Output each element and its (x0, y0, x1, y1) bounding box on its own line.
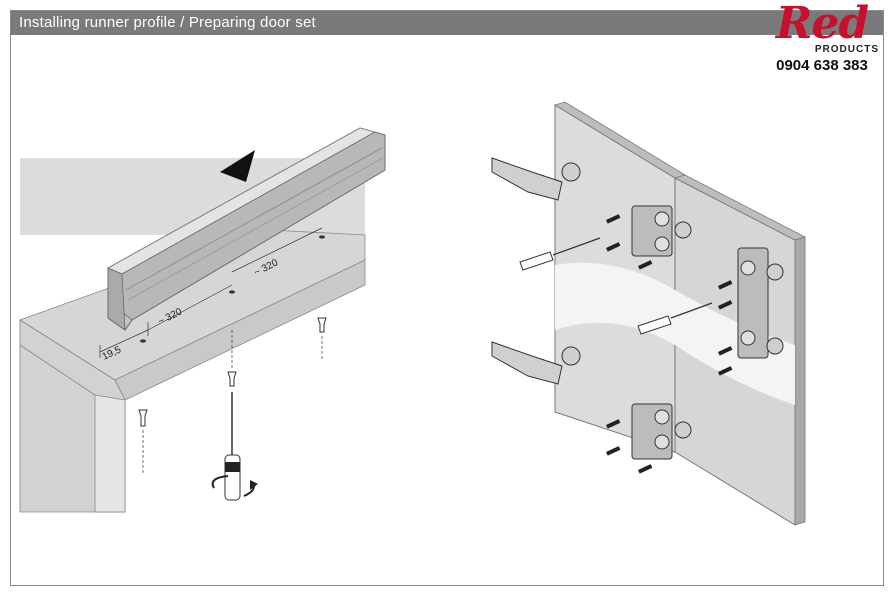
mounting-plate-icon (631, 205, 784, 460)
page-title: Installing runner profile / Preparing do… (11, 11, 883, 35)
logo-word: Red (775, 0, 869, 49)
brand-logo: Red PRODUCTS 0904 638 383 (757, 2, 887, 92)
logo-subtitle: PRODUCTS (814, 44, 879, 55)
screw-icon (138, 317, 327, 427)
hinge-icon (491, 157, 581, 385)
screwdriver-icon (519, 237, 713, 335)
screw-icon (606, 214, 733, 474)
runner-profile (107, 127, 386, 331)
dimension-lines (99, 227, 323, 358)
screwdriver-icon (211, 392, 258, 501)
direction-arrow-icon (220, 150, 255, 182)
logo-phone: 0904 638 383 (776, 57, 868, 74)
screw-holes (140, 235, 325, 343)
door-set-illustration (554, 101, 807, 526)
